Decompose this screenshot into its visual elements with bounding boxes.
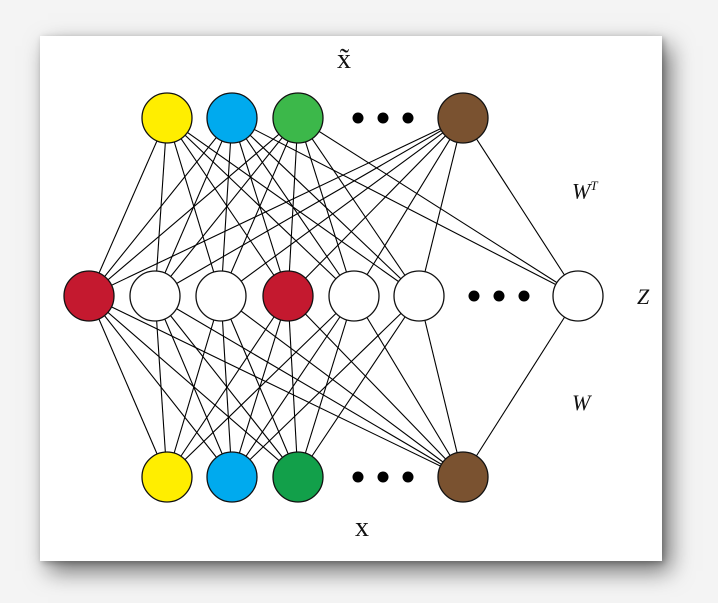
encoder-edge: [154, 295, 464, 478]
output-node-blue: [206, 92, 258, 144]
encoder-edge: [418, 295, 464, 478]
decoder-edge: [220, 117, 464, 297]
hidden-ellipsis-dot: [493, 290, 505, 302]
encoder-edge: [297, 295, 355, 478]
decoder-edge: [297, 117, 420, 297]
encoder-edge: [88, 295, 233, 478]
encoder-edge: [353, 295, 464, 478]
decoder-edge: [88, 117, 168, 297]
input-ellipsis-dot: [402, 471, 414, 483]
hidden-node-red: [63, 270, 115, 322]
decoder-edge: [297, 117, 355, 297]
encoder-edge: [88, 295, 168, 478]
decoder-edge: [353, 117, 464, 297]
hidden-node-white: [328, 270, 380, 322]
encoder-edge: [220, 295, 464, 478]
encoder-edge: [88, 295, 464, 478]
input-ellipsis-dot: [352, 471, 364, 483]
hidden-ellipsis-dot: [518, 290, 530, 302]
hidden-node-white: [129, 270, 181, 322]
encoder-edge: [220, 295, 299, 478]
hidden-node-white: [552, 270, 604, 322]
network-nodes: [63, 92, 604, 503]
encoder-edge: [297, 295, 420, 478]
decoder-edge: [154, 117, 299, 297]
output-ellipsis-dot: [377, 112, 389, 124]
decoder-edge: [88, 117, 233, 297]
encoder-edge: [88, 295, 299, 478]
encoder-edge: [462, 295, 579, 478]
decoder-edge: [462, 117, 579, 297]
decoder-weights-label: WT: [572, 178, 598, 204]
encoder-weights-label: W: [572, 390, 591, 415]
decoder-edge: [297, 117, 579, 297]
output-ellipsis-dot: [352, 112, 364, 124]
connection-edges: [88, 117, 579, 478]
encoder-edge: [154, 295, 299, 478]
output-node-yellow: [141, 92, 193, 144]
input-ellipsis-dot: [377, 471, 389, 483]
input-node-brown: [437, 451, 489, 503]
decoder-edge: [231, 117, 579, 297]
output-layer-label: x̃: [337, 44, 351, 75]
hidden-node-white: [393, 270, 445, 322]
output-node-brown: [437, 92, 489, 144]
hidden-node-white: [195, 270, 247, 322]
encoder-edge: [287, 295, 464, 478]
decoder-edge: [88, 117, 464, 297]
hidden-layer-label: Z: [637, 284, 650, 309]
output-node-green: [272, 92, 324, 144]
decoder-edge: [287, 117, 299, 297]
input-node-yellow: [141, 451, 193, 503]
output-ellipsis-dot: [402, 112, 414, 124]
decoder-edge: [287, 117, 464, 297]
decoder-edge: [154, 117, 464, 297]
input-node-green: [272, 451, 324, 503]
hidden-node-red: [262, 270, 314, 322]
hidden-ellipsis-dot: [468, 290, 480, 302]
decoder-edge: [166, 117, 289, 297]
input-layer-label: x: [355, 512, 369, 543]
encoder-edge: [166, 295, 289, 478]
decoder-edge: [418, 117, 464, 297]
encoder-edge: [287, 295, 299, 478]
decoder-edge: [220, 117, 299, 297]
decoder-edge: [88, 117, 299, 297]
input-node-blue: [206, 451, 258, 503]
